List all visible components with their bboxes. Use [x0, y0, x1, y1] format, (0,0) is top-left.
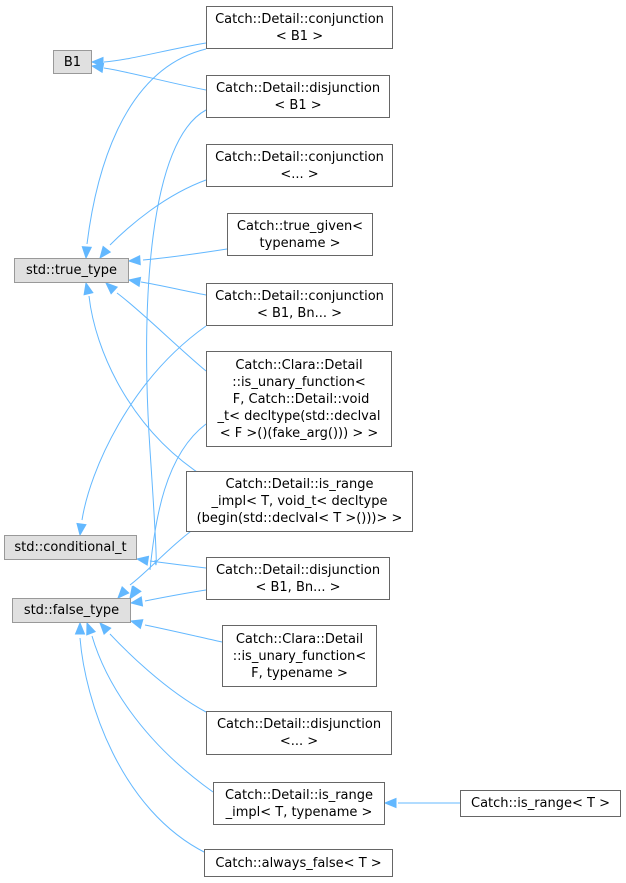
node-disjunction-b1[interactable]: Catch::Detail::disjunction < B1 > [206, 75, 390, 118]
node-disjunction-b1-bn-label: Catch::Detail::disjunction < B1, Bn... > [216, 562, 380, 596]
edge-arrowhead-is-range-to-is-range-impl-typename [383, 797, 397, 809]
edge-arrowhead-disj-b1bn-to-conditional-t [135, 555, 150, 566]
node-conjunction-variadic-line-2: <... > [280, 166, 319, 182]
node-conjunction-b1-bn-line-1: Catch::Detail::conjunction [215, 288, 384, 304]
node-conjunction-variadic-label: Catch::Detail::conjunction <... > [215, 149, 384, 183]
node-is-unary-function-typename-line-1: Catch::Clara::Detail [235, 631, 364, 647]
node-disjunction-b1-line-2: < B1 > [274, 97, 322, 113]
edge-disj-dots-to-false-type [109, 633, 207, 713]
node-conjunction-b1-bn[interactable]: Catch::Detail::conjunction < B1, Bn... > [206, 283, 393, 326]
node-b1-label: B1 [63, 54, 82, 70]
edge-conj-b1-to-true-type [86, 48, 207, 245]
edge-arrowhead-disj-dots-to-false-type [99, 622, 112, 636]
edge-conj-b1-to-b1 [103, 42, 207, 63]
edge-always-false-to-false-type [79, 637, 207, 854]
edge-true-given-to-true-type [142, 248, 228, 261]
node-is-range-impl-void[interactable]: Catch::Detail::is_range _impl< T, void_t… [186, 471, 413, 532]
edge-unary-fn-void-to-true-type [116, 292, 207, 372]
node-is-range-impl-typename-label: Catch::Detail::is_range _impl< T, typena… [225, 787, 373, 821]
edge-arrowhead-disj-b1-to-b1 [90, 62, 105, 74]
edge-disj-b1-to-b1 [103, 67, 207, 91]
node-disjunction-variadic[interactable]: Catch::Detail::disjunction <... > [206, 711, 392, 755]
node-std-conditional-t[interactable]: std::conditional_t [4, 535, 137, 560]
node-b1[interactable]: B1 [53, 50, 92, 74]
edge-arrowhead-is-range-impl-void-to-false-type [117, 585, 130, 599]
edge-arrowhead-conj-b1bn-to-true-type [127, 276, 142, 288]
node-is-unary-function-typename-line-2: ::is_unary_function< [232, 648, 367, 664]
edge-conj-b1bn-to-conditional-t [81, 325, 207, 521]
node-conjunction-b1-bn-line-2: < B1, Bn... > [256, 305, 343, 321]
node-disjunction-b1-bn-line-1: Catch::Detail::disjunction [215, 562, 381, 578]
edge-disj-b1-to-false-type [146, 109, 207, 566]
node-is-unary-function-void-line-2: ::is_unary_function< [232, 374, 366, 390]
edge-arrowhead-conj-dots-to-true-type [99, 245, 112, 260]
node-is-unary-function-typename-label: Catch::Clara::Detail ::is_unary_function… [233, 631, 367, 682]
node-true-given-line-2: typename > [259, 235, 341, 251]
node-is-unary-function-typename[interactable]: Catch::Clara::Detail ::is_unary_function… [222, 625, 377, 687]
node-is-range-label: Catch::is_range< T > [471, 796, 610, 811]
node-is-unary-function-void-line-4: _t< decltype(std::declval [217, 408, 381, 424]
node-conjunction-variadic-line-1: Catch::Detail::conjunction [215, 149, 384, 165]
node-conjunction-b1-line-1: Catch::Detail::conjunction [215, 11, 384, 27]
node-is-unary-function-typename-line-3: F, typename > [251, 665, 348, 681]
node-always-false[interactable]: Catch::always_false< T > [204, 849, 393, 877]
node-is-unary-function-void-label: Catch::Clara::Detail ::is_unary_function… [218, 357, 381, 442]
node-conjunction-b1-bn-label: Catch::Detail::conjunction < B1, Bn... > [215, 288, 384, 322]
edge-is-range-impl-void-to-true-type [88, 295, 207, 479]
edge-arrowhead-unary-fn-void-to-true-type [105, 282, 119, 295]
node-disjunction-b1-label: Catch::Detail::disjunction < B1 > [216, 80, 380, 114]
edge-arrowhead-unary-fn-void-to-false-type [130, 585, 142, 600]
node-conjunction-b1[interactable]: Catch::Detail::conjunction < B1 > [206, 6, 393, 49]
node-is-range-impl-void-line-3: (begin(std::declval< T >()))> > [196, 511, 403, 526]
node-is-range-impl-typename-line-1: Catch::Detail::is_range [224, 787, 374, 803]
edge-arrowhead-always-false-to-false-type [74, 621, 86, 635]
node-std-conditional-t-label: std::conditional_t [14, 540, 127, 555]
node-is-range-impl-void-line-1: Catch::Detail::is_range [225, 477, 374, 492]
edge-arrowhead-is-range-impl-void-to-true-type [83, 281, 94, 296]
edge-unary-fn-void-to-false-type [149, 423, 207, 571]
node-std-false-type-label: std::false_type [23, 603, 120, 618]
edge-arrowhead-true-given-to-true-type [127, 254, 141, 266]
node-is-unary-function-void-line-5: < F >()(fake_arg())) > > [219, 425, 379, 441]
node-is-range-impl-void-line-2: _impl< T, void_t< decltype [211, 494, 388, 509]
node-std-true-type[interactable]: std::true_type [14, 258, 129, 283]
node-disjunction-b1-bn[interactable]: Catch::Detail::disjunction < B1, Bn... > [206, 557, 390, 600]
edge-arrowhead-is-range-impl-typename-to-false-type [86, 621, 97, 636]
node-disjunction-b1-bn-line-2: < B1, Bn... > [255, 579, 341, 595]
edge-arrowhead-conj-b1-to-true-type [81, 246, 93, 260]
node-disjunction-variadic-line-1: Catch::Detail::disjunction [216, 717, 382, 732]
node-is-range-impl-typename-line-2: _impl< T, typename > [225, 804, 373, 820]
node-is-unary-function-void-line-3: F, Catch::Detail::void [228, 391, 370, 407]
node-true-given-label: Catch::true_given< typename > [237, 218, 363, 252]
node-disjunction-variadic-line-2: <... > [279, 734, 319, 749]
node-disjunction-b1-line-1: Catch::Detail::disjunction [215, 80, 381, 96]
edge-arrowhead-conj-b1bn-to-conditional-t [76, 522, 87, 537]
node-conjunction-b1-line-2: < B1 > [275, 28, 324, 44]
node-true-given-line-1: Catch::true_given< [236, 218, 364, 234]
node-std-false-type[interactable]: std::false_type [12, 598, 131, 623]
node-is-range[interactable]: Catch::is_range< T > [460, 790, 621, 817]
node-true-given[interactable]: Catch::true_given< typename > [227, 213, 373, 256]
node-always-false-label: Catch::always_false< T > [215, 855, 382, 871]
node-conjunction-variadic[interactable]: Catch::Detail::conjunction <... > [206, 144, 393, 187]
node-std-true-type-label: std::true_type [25, 263, 118, 278]
node-is-range-impl-void-label: Catch::Detail::is_range _impl< T, void_t… [197, 476, 403, 527]
edge-unary-fn-typename-to-false-type [144, 624, 223, 643]
edge-disj-b1bn-to-false-type [144, 589, 207, 602]
node-is-unary-function-void-line-1: Catch::Clara::Detail [235, 357, 363, 373]
node-is-unary-function-void[interactable]: Catch::Clara::Detail ::is_unary_function… [206, 351, 392, 447]
edge-conj-b1bn-to-true-type [140, 281, 207, 296]
node-is-range-impl-typename[interactable]: Catch::Detail::is_range _impl< T, typena… [213, 782, 385, 825]
edge-arrowhead-unary-fn-typename-to-false-type [129, 619, 144, 630]
edge-arrowhead-disj-b1bn-to-false-type [129, 596, 144, 607]
edge-is-range-impl-typename-to-false-type [91, 635, 214, 793]
node-conjunction-b1-label: Catch::Detail::conjunction < B1 > [215, 11, 384, 45]
node-disjunction-variadic-label: Catch::Detail::disjunction <... > [217, 716, 381, 750]
edge-conj-dots-to-true-type [109, 179, 207, 246]
edge-disj-b1bn-to-conditional-t [149, 560, 207, 569]
